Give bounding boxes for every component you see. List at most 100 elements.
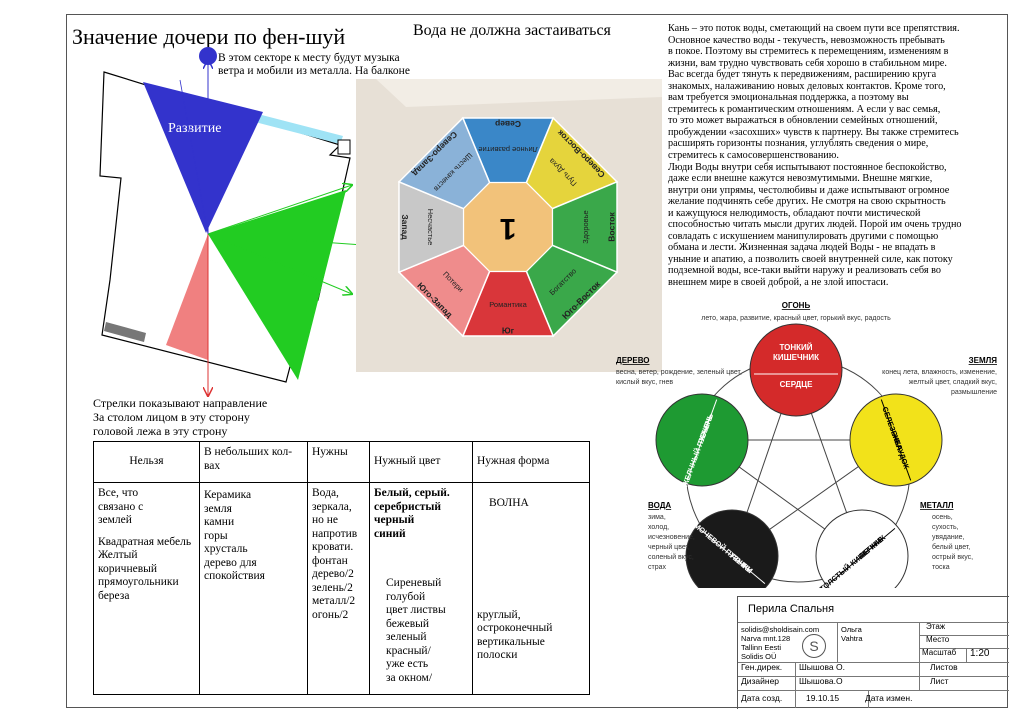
water-desc: холод, xyxy=(648,524,669,531)
cell-line: спокойствия xyxy=(204,570,265,582)
sector-label: Развитие xyxy=(168,121,221,136)
cell-line: бежевый xyxy=(386,617,430,630)
metal-desc: острый вкус, xyxy=(932,553,973,561)
wood-head: ДЕРЕВО xyxy=(616,356,650,365)
sheets-label: Листов xyxy=(930,662,958,672)
earth-head: ЗЕМЛЯ xyxy=(969,356,998,365)
stamp-row-dates: Дата созд. 19.10.15 Дата измен. xyxy=(738,690,1009,708)
metal-desc: увядание, xyxy=(932,534,965,541)
water-desc: черный цвет, xyxy=(648,543,690,551)
cell-line: прямоугольники xyxy=(98,576,179,588)
cell-line: черный xyxy=(374,514,415,526)
cell-line: горы xyxy=(204,529,228,542)
earth-divider xyxy=(880,399,912,481)
wall-radiator xyxy=(104,322,146,342)
fire-organ-top: ТОНКИЙ xyxy=(779,343,812,352)
bagua-sector-sub: Здоровье xyxy=(581,210,590,243)
metal-divider xyxy=(828,527,896,585)
cell-line: красный/ xyxy=(386,644,431,657)
cell-line: круглый, xyxy=(477,608,521,621)
fire-desc: лето, жара, развитие, красный цвет, горь… xyxy=(701,314,891,322)
cell-line: коричневый xyxy=(98,562,158,575)
designer-name: Шышова.О xyxy=(796,676,920,690)
header-needed-color: Нужный цвет xyxy=(369,441,473,483)
description-line: и кажущуюся нелюдимость, обладают почти … xyxy=(668,207,921,219)
bagua-sector-sub: Несчастье xyxy=(426,209,435,246)
bagua-sector-sub: Личное развитие xyxy=(478,145,537,154)
earth-desc: желтый цвет, сладкий вкус, xyxy=(909,378,997,386)
cell-line: за окном/ xyxy=(386,671,433,684)
stamp-row-designer: Дизайнер Шышова.О Лист xyxy=(738,676,1009,691)
fire-organ-top2: КИШЕЧНИК xyxy=(773,353,819,362)
author-last: Vahtra xyxy=(841,634,863,643)
bagua-sector-name: Восток xyxy=(606,212,616,242)
company-logo: S xyxy=(802,634,826,658)
cell-line: уже есть xyxy=(386,658,429,670)
stamp-stage: Этаж xyxy=(920,622,1009,636)
metal-desc: сухость, xyxy=(932,524,959,531)
bagua-sector-name: Юг xyxy=(502,325,515,335)
wood-desc: кислый вкус, гнев xyxy=(616,378,673,386)
cell-line: земля xyxy=(204,502,232,515)
created-label: Дата созд. xyxy=(738,690,796,708)
description-line: обмана и лести. Жизненная задача людей В… xyxy=(668,242,936,254)
description-line: знакомых, налаживанию новых деловых конт… xyxy=(668,80,946,92)
cell-line: но не xyxy=(312,514,339,526)
description-line: желание подчинять себе других. Не смотря… xyxy=(668,196,946,208)
created-date: 19.10.15 xyxy=(796,690,869,708)
cell-line: полоски xyxy=(477,649,518,661)
description-line: способностью читать мысли других людей. … xyxy=(668,219,962,231)
gen-dir-name: Шышова О. xyxy=(796,662,920,676)
floor-plan: Развитие xyxy=(99,47,364,400)
arrow-green-1 xyxy=(207,185,352,235)
cell-line: зеркала, xyxy=(312,500,352,513)
description-line: уныние и апатию, а позволить своей внутр… xyxy=(668,253,953,265)
bagua-sector-name: Запад xyxy=(400,214,410,240)
arrows-note-line: Стрелки показывают направление xyxy=(93,396,268,410)
fire-head: ОГОНЬ xyxy=(782,301,811,310)
description-line: Кань – это поток воды, сметающий на свое… xyxy=(668,23,960,34)
stamp-scale-label: Масштаб xyxy=(920,648,967,662)
cell-line: связано с xyxy=(98,500,144,513)
cell-line: зелень/2 xyxy=(312,581,353,594)
cell-line: камни xyxy=(204,516,235,528)
stamp-scale: 1:20 xyxy=(970,648,990,659)
arrows-note: Стрелки показывают направление За столом… xyxy=(93,396,267,438)
cell-line: Все, что xyxy=(98,487,139,499)
water-desc: исчезновение, xyxy=(648,534,695,541)
stamp-right-block: Этаж Место Масштаб 1:20 xyxy=(920,622,1009,662)
cell-line: береза xyxy=(98,589,130,602)
bagua-center xyxy=(463,182,553,272)
metal-desc: белый цвет, xyxy=(932,543,970,551)
author-first: Ольга xyxy=(841,625,862,634)
cell-line: цвет листвы xyxy=(386,604,446,616)
description-line: совладать с искушением манипулировать др… xyxy=(668,230,939,242)
cell-line: голубой xyxy=(386,590,426,603)
cell-line: дерево для xyxy=(204,556,257,569)
header-needed: Нужны xyxy=(307,441,370,483)
sector-note: В этом секторе к месту будут музыка ветр… xyxy=(218,52,433,78)
water-desc: страх xyxy=(648,564,666,571)
cell-line: металл/2 xyxy=(312,595,356,607)
description-line: Вас всегда будет тянуть к передвижениям,… xyxy=(668,69,937,81)
company-name: Solidis OÜ xyxy=(741,652,777,661)
designer-label: Дизайнер xyxy=(738,676,796,690)
description-text: Кань – это поток воды, сметающий на свое… xyxy=(668,23,986,289)
shape-wave: ВОЛНА xyxy=(489,497,529,509)
cell-line: Белый, серый. xyxy=(374,487,450,499)
metal-desc: тоска xyxy=(932,564,950,571)
water-circle xyxy=(685,509,779,588)
description-line: внутри они упрямы, честолюбивы и даже ис… xyxy=(668,184,950,196)
header-small-amounts: В небольших кол-вах xyxy=(199,441,308,483)
arrows-note-line: За столом лицом в эту сторону xyxy=(93,410,250,424)
description-line: даже если внешне кажутся невозмутимыми. … xyxy=(668,173,933,185)
sector-note-line: В этом секторе к месту будут музыка xyxy=(218,52,400,64)
description-line: в покое. Поэтому вы стремитесь к перемещ… xyxy=(668,46,949,58)
header-needed-shape: Нужная форма xyxy=(472,441,590,483)
description-line: то это может выражаться в обновлении сем… xyxy=(668,115,938,127)
recommendations-table: Нельзя В небольших кол-вах Нужны Нужный … xyxy=(93,441,590,695)
sector-blue xyxy=(143,82,263,233)
